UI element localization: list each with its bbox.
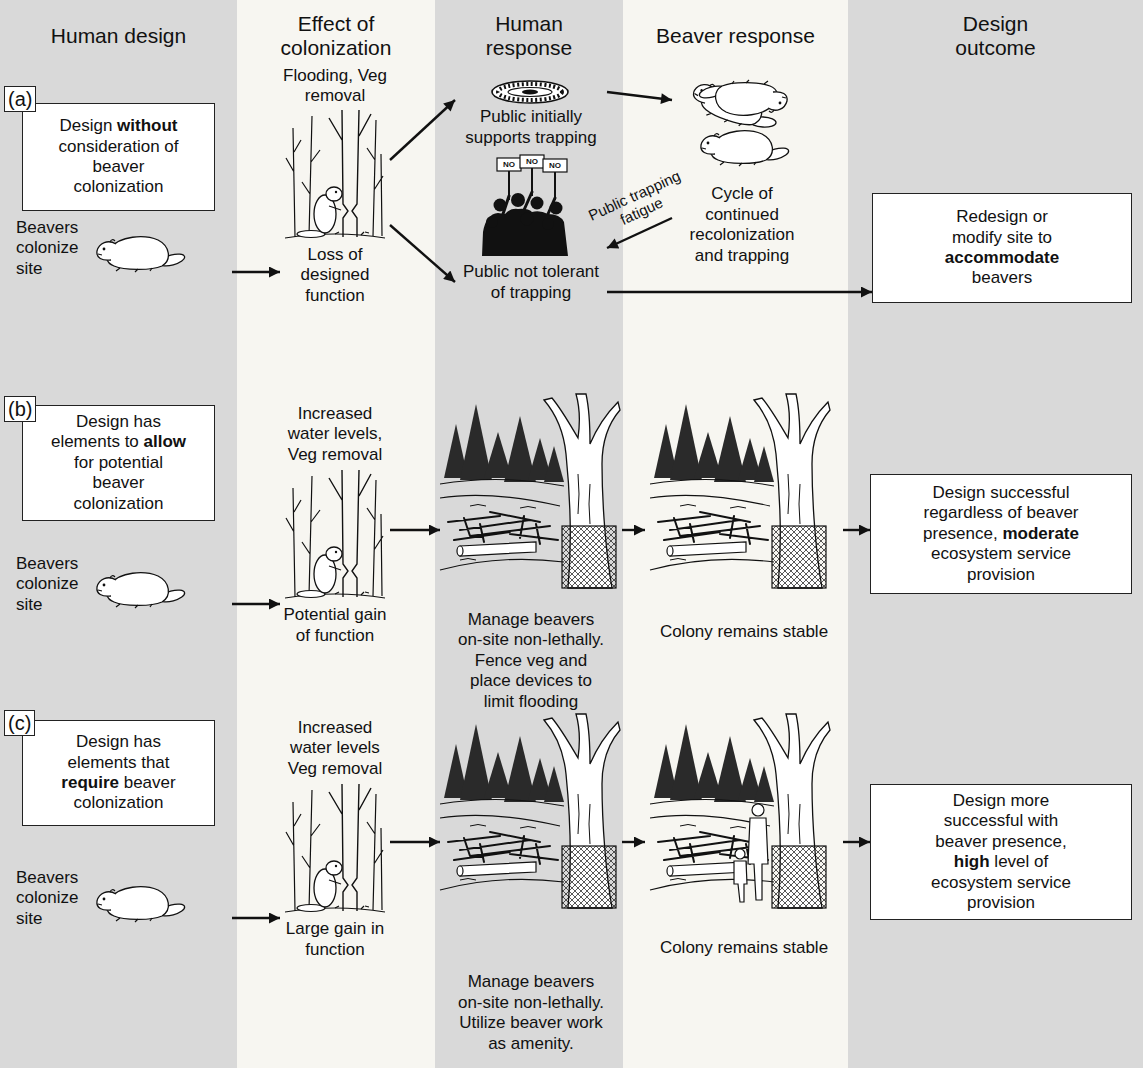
sign-text: NO	[549, 162, 561, 170]
column-band: Design outcomeRedesign or modify site to…	[848, 0, 1143, 1068]
dam-scene-with-people-drawing	[650, 714, 830, 908]
beaver-drawing	[97, 237, 186, 272]
response-text: Manage beavers on-site non-lethally. Uti…	[455, 972, 607, 1054]
column-header: Effect of colonization	[271, 10, 401, 62]
outcome-text: Redesign or modify site to accommodate b…	[942, 207, 1062, 289]
flow-arrow	[390, 529, 440, 531]
beaver-chewing-drawing	[285, 470, 385, 598]
note-text: Beavers colonize site	[16, 218, 96, 279]
sign-text: NO	[503, 161, 515, 169]
outcome-text: Design successful regardless of beaver p…	[921, 483, 1081, 585]
effect-group: Increased water levels, Veg removalPoten…	[280, 402, 390, 648]
beaver-pile-drawing	[688, 77, 790, 166]
flow-arrow	[390, 225, 455, 282]
dam-scene-drawing	[440, 714, 620, 908]
protest-crowd-drawing	[482, 155, 568, 256]
design-text: Design without consideration of beaver c…	[56, 116, 182, 198]
trap-drawing	[492, 81, 568, 103]
response-group: Manage beavers on-site non-lethally. Fen…	[440, 398, 622, 714]
row-tag: (c)	[4, 710, 35, 736]
column-header: Human response	[474, 10, 584, 62]
flow-arrow	[232, 603, 280, 605]
row-letter: (c)	[8, 711, 31, 735]
column-band: Human design (a) Design without considerat…	[0, 0, 237, 1068]
column-header: Human design	[19, 10, 219, 62]
dam-scene-drawing	[650, 394, 830, 588]
sign-text: NO	[526, 158, 538, 166]
beaver-chewing-drawing	[285, 110, 385, 238]
effect-text: Large gain in function	[282, 919, 388, 960]
outcome-box: Design successful regardless of beaver p…	[870, 474, 1132, 594]
column-header: Beaver response	[636, 10, 836, 62]
beaver-chewing-drawing	[285, 784, 385, 912]
response-group: Manage beavers on-site non-lethally. Uti…	[440, 716, 622, 1056]
flow-arrow	[232, 271, 280, 273]
beaver-response-text: Cycle of continued recolonization and tr…	[677, 184, 807, 266]
column-header: Design outcome	[941, 10, 1051, 62]
colonize-note: Beavers colonize site	[14, 216, 232, 281]
note-text: Beavers colonize site	[16, 554, 96, 615]
dam-scene-drawing	[440, 394, 620, 588]
flow-arrow	[390, 100, 455, 160]
effect-group: Flooding, Veg removalLoss of designed fu…	[280, 64, 390, 308]
colonize-note: Beavers colonize site	[14, 552, 232, 617]
colonize-note: Beavers colonize site	[14, 866, 232, 931]
beaver-response-group: Colony remains stable	[645, 716, 843, 960]
flow-arrow	[843, 841, 870, 843]
design-box: Design without consideration of beaver c…	[22, 103, 215, 211]
design-box: Design has elements to allow for potenti…	[22, 405, 215, 521]
column-band: Effect of colonizationFlooding, Veg remo…	[237, 0, 435, 1068]
response-text: Public not tolerant of trapping	[457, 262, 605, 303]
row-tag: (a)	[4, 86, 36, 112]
design-text: Design has elements to allow for potenti…	[49, 412, 189, 514]
column-band: Beaver responseCycle of continued recolo…	[623, 0, 848, 1068]
outcome-text: Design more successful with beaver prese…	[921, 791, 1081, 913]
flow-arrow	[607, 291, 872, 293]
flow-arrow	[843, 529, 870, 531]
outcome-box: Design more successful with beaver prese…	[870, 784, 1132, 920]
design-box: Design has elements that require beaver …	[22, 720, 215, 826]
row-letter: (a)	[8, 87, 32, 111]
flow-arrow	[390, 841, 440, 843]
flow-arrow	[622, 841, 645, 843]
row-letter: (b)	[8, 397, 32, 421]
response-group: Public initially supports trapping	[455, 76, 607, 150]
response-text: Manage beavers on-site non-lethally. Fen…	[456, 610, 606, 712]
beaver-response-group: Colony remains stable	[645, 398, 843, 644]
effect-text: Increased water levels, Veg removal	[282, 404, 388, 465]
beaver-response-text: Colony remains stable	[660, 938, 828, 958]
row-tag: (b)	[4, 396, 36, 422]
response-text: Public initially supports trapping	[457, 107, 605, 148]
outcome-box: Redesign or modify site to accommodate b…	[872, 193, 1132, 303]
effect-text: Potential gain of function	[282, 605, 388, 646]
beaver-drawing	[97, 887, 186, 922]
effect-group: Increased water levels Veg removalLarge …	[280, 716, 390, 962]
flow-arrow	[232, 917, 280, 919]
flow-arrow	[622, 529, 645, 531]
response-group: Public not tolerant of trapping	[455, 215, 607, 305]
beaver-response-group: Cycle of continued recolonization and tr…	[672, 66, 812, 268]
design-text: Design has elements that require beaver …	[56, 732, 182, 814]
note-text: Beavers colonize site	[16, 868, 96, 929]
beaver-response-text: Colony remains stable	[660, 622, 828, 642]
flow-arrow	[607, 92, 672, 100]
beaver-drawing	[97, 573, 186, 608]
effect-text: Loss of designed function	[282, 245, 388, 306]
effect-text: Flooding, Veg removal	[282, 66, 388, 107]
effect-text: Increased water levels Veg removal	[282, 718, 388, 779]
